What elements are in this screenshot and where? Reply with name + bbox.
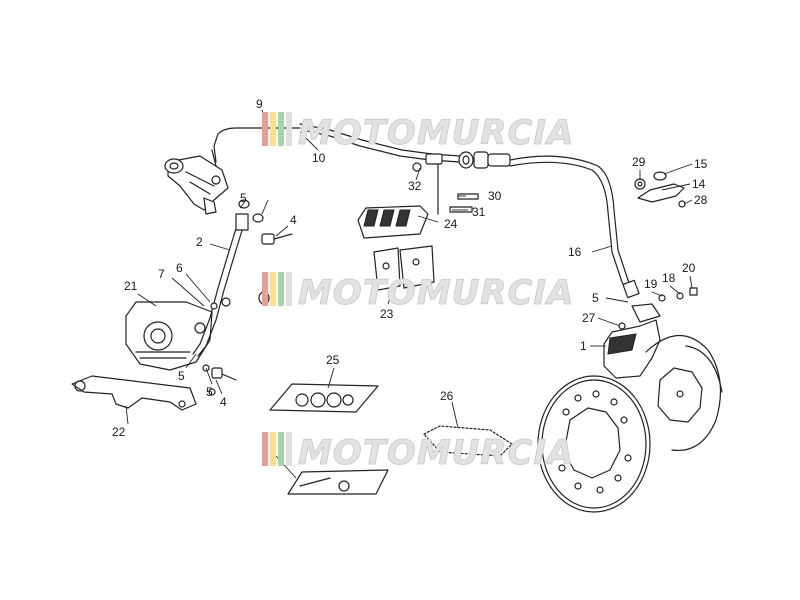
callout-18: 18 <box>662 271 676 285</box>
watermark-text: MOTOMURCIA <box>298 433 574 473</box>
hose-part-9 <box>213 127 301 163</box>
callout-20: 20 <box>682 261 696 275</box>
brake-hose-part-16 <box>509 155 635 293</box>
callout-7: 7 <box>158 267 165 281</box>
callout-21: 21 <box>124 279 138 293</box>
brake-pads-part-23 <box>373 245 435 291</box>
seal-kit-part-25 <box>269 383 379 413</box>
callout-24: 24 <box>444 217 458 231</box>
watermark-top: MOTOMURCIA <box>262 112 574 153</box>
callout-22: 22 <box>112 425 126 439</box>
caliper-part-21 <box>125 301 213 371</box>
watermark-middle: MOTOMURCIA <box>262 272 574 313</box>
callout-14: 14 <box>692 177 706 191</box>
callout-labels: 9 10 5 4 2 6 7 21 5 5 4 22 32 30 31 24 2… <box>112 97 708 439</box>
callout-4: 4 <box>290 213 297 227</box>
bolt-part-4-lower <box>211 367 237 381</box>
callout-15: 15 <box>694 157 708 171</box>
callout-32: 32 <box>408 179 422 193</box>
callout-31: 31 <box>472 205 486 219</box>
watermark-text: MOTOMURCIA <box>298 113 574 153</box>
kit-part-26 <box>423 425 513 457</box>
brake-disc-rear <box>645 334 723 452</box>
callout-30: 30 <box>488 189 502 203</box>
caliper-bracket-part-22 <box>71 375 197 411</box>
callout-25: 25 <box>326 353 340 367</box>
brake-pads-part-24 <box>357 205 429 239</box>
callout-10: 10 <box>312 151 326 165</box>
callout-5: 5 <box>240 191 247 205</box>
callout-29: 29 <box>632 155 646 169</box>
callout-27: 27 <box>582 311 596 325</box>
callout-26: 26 <box>440 389 454 403</box>
watermark-bottom: MOTOMURCIA <box>262 432 574 473</box>
callout-1: 1 <box>580 339 587 353</box>
bleeder-kit <box>287 469 389 495</box>
callout-2: 2 <box>196 235 203 249</box>
bolt-part-4-upper <box>261 233 293 245</box>
brake-disc-front <box>537 375 651 513</box>
caliper-part-1 <box>603 303 661 379</box>
master-cylinder <box>164 155 229 215</box>
callout-19: 19 <box>644 277 658 291</box>
callout-4: 4 <box>220 395 227 409</box>
callout-23: 23 <box>380 307 394 321</box>
callout-9: 9 <box>256 97 263 111</box>
callout-28: 28 <box>694 193 708 207</box>
callout-6: 6 <box>176 261 183 275</box>
bracket-part-14 <box>634 171 686 208</box>
callout-5: 5 <box>206 385 213 399</box>
callout-16: 16 <box>568 245 582 259</box>
callout-5: 5 <box>592 291 599 305</box>
watermark-text: MOTOMURCIA <box>298 273 574 313</box>
line-union-fitting <box>412 151 511 215</box>
brake-hose-part-2 <box>197 223 245 357</box>
callout-5: 5 <box>178 369 185 383</box>
